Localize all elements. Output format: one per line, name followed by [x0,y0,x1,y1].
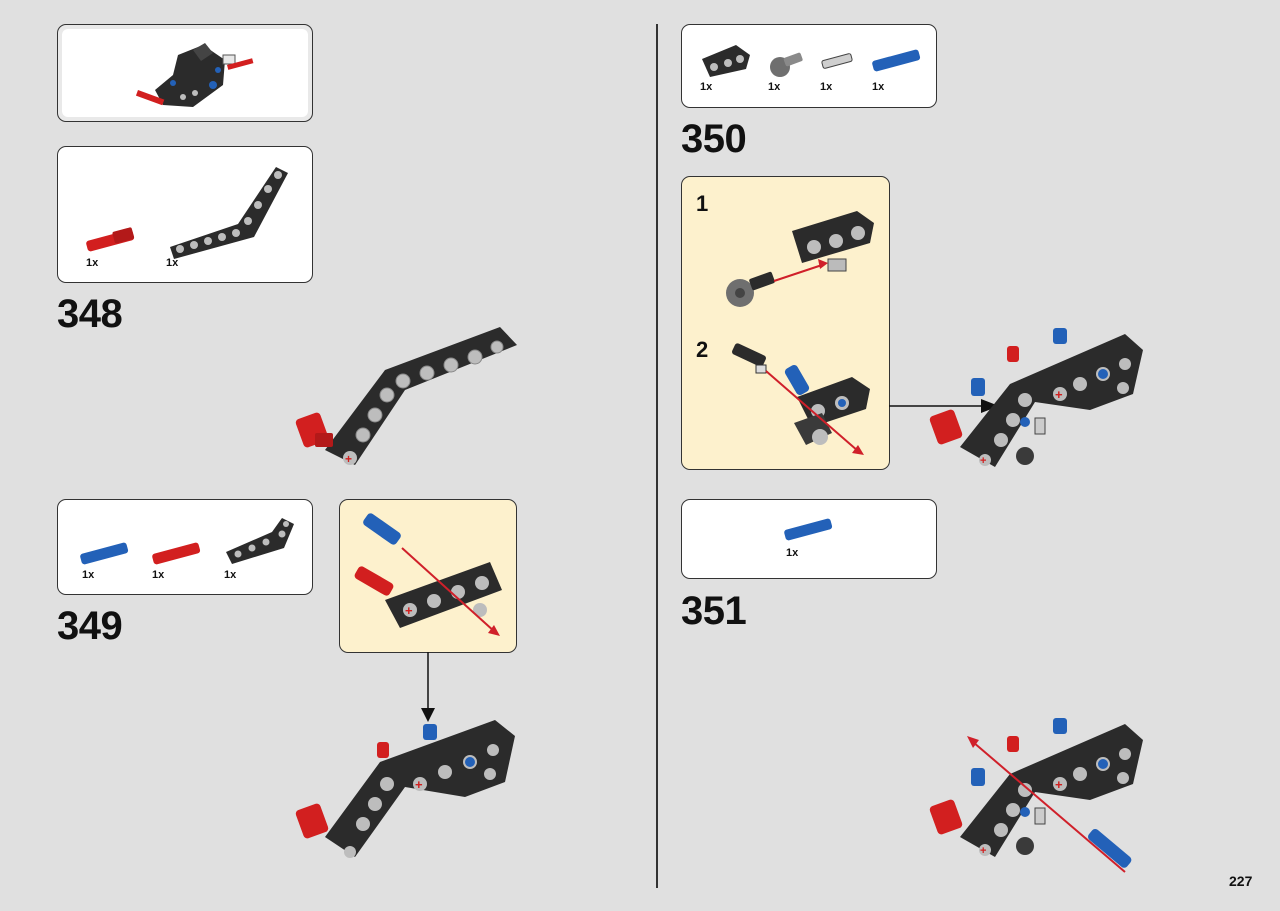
step-348-parts-list: 1x 1x [57,146,313,283]
step-350-callout: 1 2 [681,176,890,470]
page-divider [656,24,658,888]
submodel-preview-illustration [135,43,254,107]
small-beam-part [702,45,750,77]
part-qty: 1x [872,81,885,93]
svg-text:+: + [1055,387,1063,402]
callout-connector-arrow [421,652,435,722]
step-348-build-illustration: + [295,327,517,466]
svg-text:+: + [980,455,986,467]
part-qty: 1x [152,569,165,581]
part-qty: 1x [224,569,237,581]
svg-text:+: + [405,603,413,618]
step-number-348: 348 [57,292,123,336]
substep-number: 2 [696,337,709,362]
step-351-parts-list: 1x [681,499,937,579]
gray-connector-part [770,52,803,77]
svg-text:+: + [415,777,423,792]
callout-connector-arrow [889,399,999,413]
step-349-build-illustration: + [295,720,515,858]
light-gray-pin-part [821,53,853,69]
part-qty: 1x [82,569,95,581]
red-axle-pin-part [152,542,201,565]
step-349-callout: + [339,499,517,653]
part-qty: 1x [86,257,99,269]
step-350-parts-list: 1x 1x 1x 1x [681,24,937,108]
part-qty: 1x [786,547,799,559]
blue-pin-part [80,542,129,565]
part-qty: 1x [768,81,781,93]
substep-1-illustration [726,211,874,307]
substep-2-illustration [732,343,870,455]
blue-pin-part [784,518,833,541]
step-350-build-illustration: + + [929,328,1143,467]
bent-beam-part [170,167,288,259]
part-qty: 1x [820,81,833,93]
step-number-350: 350 [681,117,747,161]
red-axle-pin-part [86,227,135,252]
substep-number: 1 [696,191,709,216]
blue-axle-pin-part [872,49,921,72]
part-qty: 1x [700,81,713,93]
svg-text:+: + [345,452,352,466]
submodel-preview-box [57,24,313,122]
svg-text:+: + [1055,777,1063,792]
part-qty: 1x [166,257,179,269]
step-number-351: 351 [681,589,747,633]
svg-text:+: + [980,845,986,857]
callout-pin-insertion-illustration: + [354,513,502,636]
angled-beam-part [226,518,294,564]
step-351-build-illustration: + + [929,718,1143,873]
page-number: 227 [1229,873,1253,889]
step-number-349: 349 [57,604,123,648]
step-349-parts-list: 1x 1x 1x [57,499,313,595]
